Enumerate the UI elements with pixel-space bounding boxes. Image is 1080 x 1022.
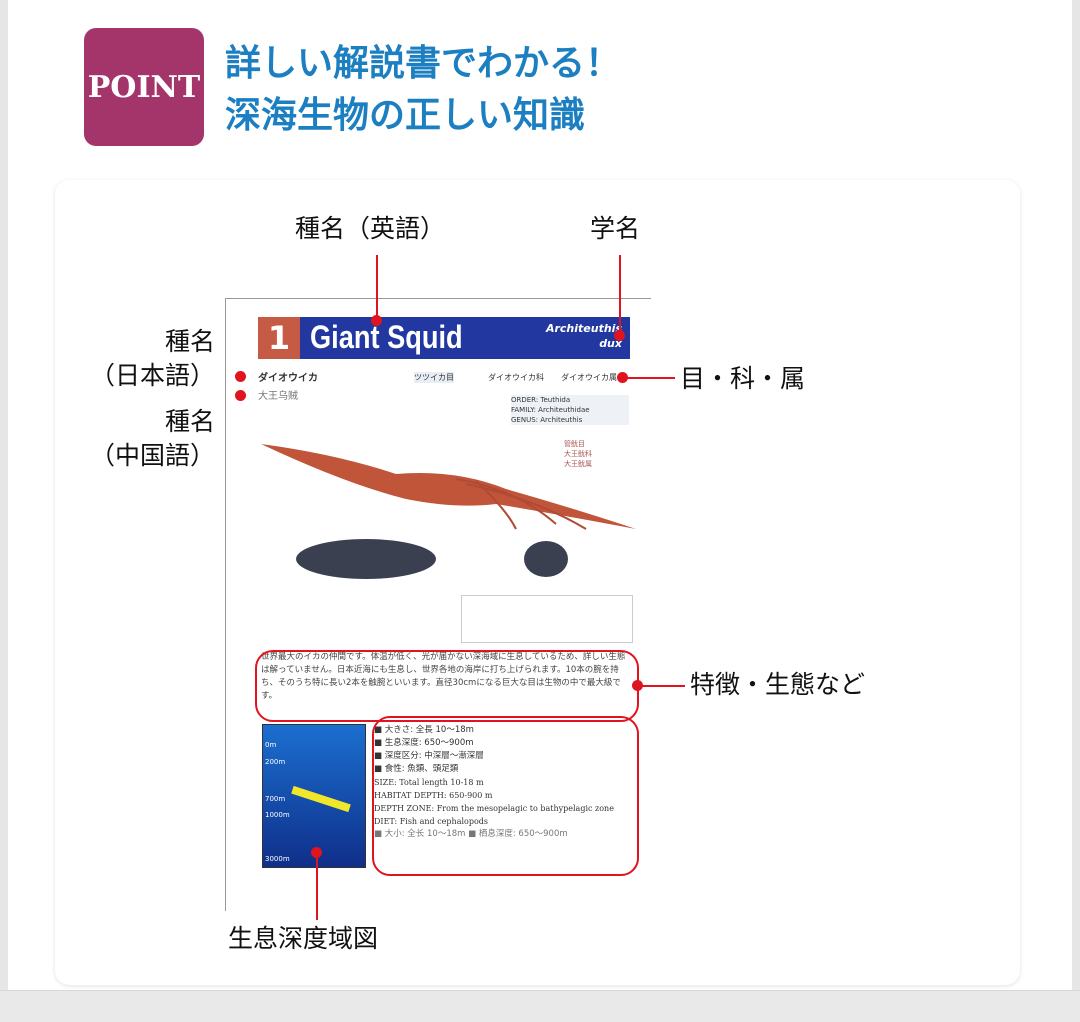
fact-diet: ■ 食性: 魚類、頭足類 (374, 764, 459, 774)
sample-page: 1 Giant Squid Architeuthis dux ダイオウイカ 大王… (225, 298, 651, 911)
facts-en: SIZE: Total length 10-18 m HABITAT DEPTH… (374, 776, 629, 828)
fact-size: ■ 大きさ: 全長 10〜18m (374, 725, 474, 735)
depth-label: 200m (265, 758, 286, 766)
right-edge (1072, 0, 1080, 1021)
label-species-en: 種名（英語） (295, 214, 446, 243)
squid-thumbnail (461, 595, 633, 643)
label-taxonomy: 目・科・属 (680, 364, 806, 393)
taxonomy-jp-family: ダイオウイカ科 (488, 373, 544, 382)
point-badge: POINT (84, 28, 204, 146)
callout-dot (235, 390, 246, 401)
order-cn: 管鱿目 (564, 440, 585, 448)
depth-label: 700m (265, 795, 286, 803)
scientific-name: Architeuthis dux (545, 322, 622, 350)
family-cn: 大王鱿科 (564, 450, 592, 458)
heading: 詳しい解説書でわかる！ 深海生物の正しい知識 (225, 38, 621, 142)
fact-size-en: SIZE: Total length 10-18 m (374, 778, 484, 787)
entry-title: Giant Squid (310, 319, 463, 355)
facts: ■ 大きさ: 全長 10〜18m ■ 生息深度: 650〜900m ■ 深度区分… (374, 724, 629, 841)
family-en: FAMILY: Architeuthidae (511, 406, 590, 414)
bottom-bar (0, 990, 1080, 1022)
callout-dot (371, 315, 382, 326)
depth-label: 3000m (265, 855, 290, 863)
squid-depth-marker (291, 785, 351, 813)
depth-chart: 0m 200m 700m 1000m 3000m (262, 724, 366, 868)
callout-dot (311, 847, 322, 858)
callout-dot (617, 372, 628, 383)
taxonomy-cn: 管鱿目 大王鱿科 大王鱿属 (564, 439, 592, 469)
callout-dot (235, 371, 246, 382)
label-features: 特徴・生態など (690, 670, 866, 699)
genus-en: GENUS: Architeuthis (511, 416, 583, 424)
callout-dot (614, 330, 625, 341)
order-en: ORDER: Teuthida (511, 396, 571, 404)
depth-label: 0m (265, 741, 277, 749)
callout-line (640, 685, 685, 687)
label-scientific: 学名 (590, 214, 641, 243)
name-jp: ダイオウイカ (258, 373, 318, 384)
taxonomy-jp-order: ツツイカ目 (414, 372, 454, 383)
name-cn: 大王乌贼 (258, 391, 298, 402)
fact-zone: ■ 深度区分: 中深層〜漸深層 (374, 751, 484, 761)
fact-depth: ■ 生息深度: 650〜900m (374, 738, 474, 748)
callout-line (625, 377, 675, 379)
taxonomy-en: ORDER: Teuthida FAMILY: Architeuthidae G… (511, 395, 629, 425)
squid-illustration (261, 444, 636, 579)
facts-cn: ■ 大小: 全长 10〜18m ■ 栖息深度: 650〜900m (374, 829, 568, 839)
fact-zone-en: DEPTH ZONE: From the mesopelagic to bath… (374, 804, 614, 826)
heading-line2: 深海生物の正しい知識 (225, 95, 586, 136)
callout-line (316, 855, 318, 920)
fact-depth-en: HABITAT DEPTH: 650-900 m (374, 791, 493, 800)
title-bar: 1 Giant Squid Architeuthis dux (258, 317, 630, 359)
entry-number: 1 (258, 317, 300, 359)
depth-label: 1000m (265, 811, 290, 819)
callout-line (376, 255, 378, 320)
taxonomy-jp-genus: ダイオウイカ属 (561, 373, 617, 382)
callout-line (619, 255, 621, 335)
label-species-cn: 種名 （中国語） (90, 407, 216, 470)
heading-line1: 詳しい解説書でわかる！ (225, 43, 622, 84)
label-species-jp: 種名 （日本語） (90, 327, 216, 390)
callout-dot (632, 680, 643, 691)
left-edge (0, 0, 8, 1021)
features-highlight (255, 650, 639, 722)
genus-cn: 大王鱿属 (564, 460, 592, 468)
label-depth-chart: 生息深度域図 (228, 924, 379, 953)
facts-highlight (372, 716, 639, 876)
description: 世界最大のイカの仲間です。体温が低く、光が届かない深海域に生息しているため、詳し… (261, 652, 626, 701)
